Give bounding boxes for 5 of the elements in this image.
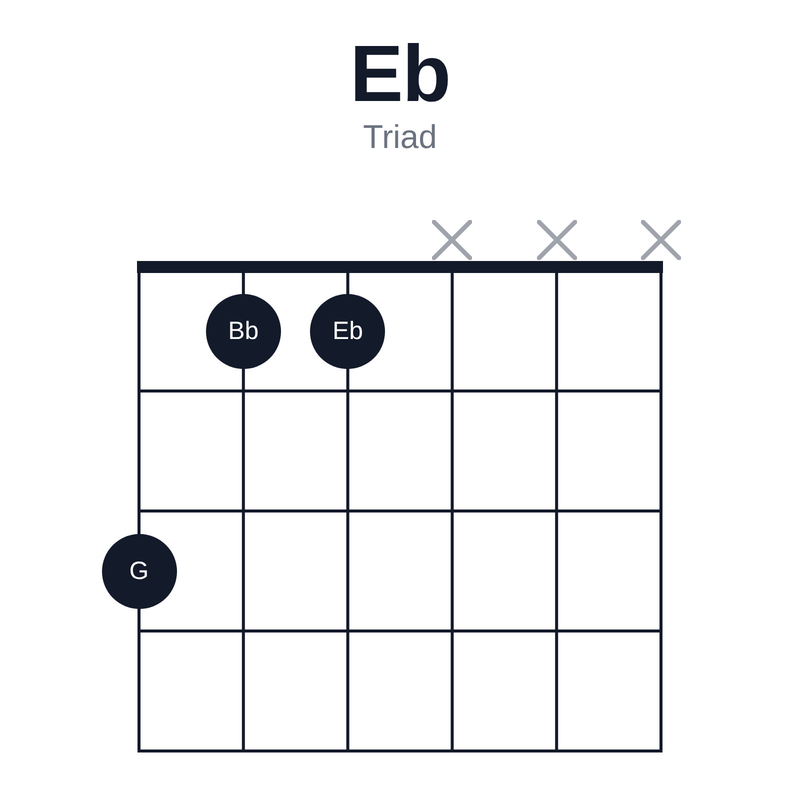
finger-dot: Bb xyxy=(206,294,281,368)
finger-dot: Eb xyxy=(310,294,386,368)
finger-dot: G xyxy=(102,534,176,608)
chord-title: Eb xyxy=(348,34,452,114)
chord-type-label: Triad xyxy=(362,120,438,153)
